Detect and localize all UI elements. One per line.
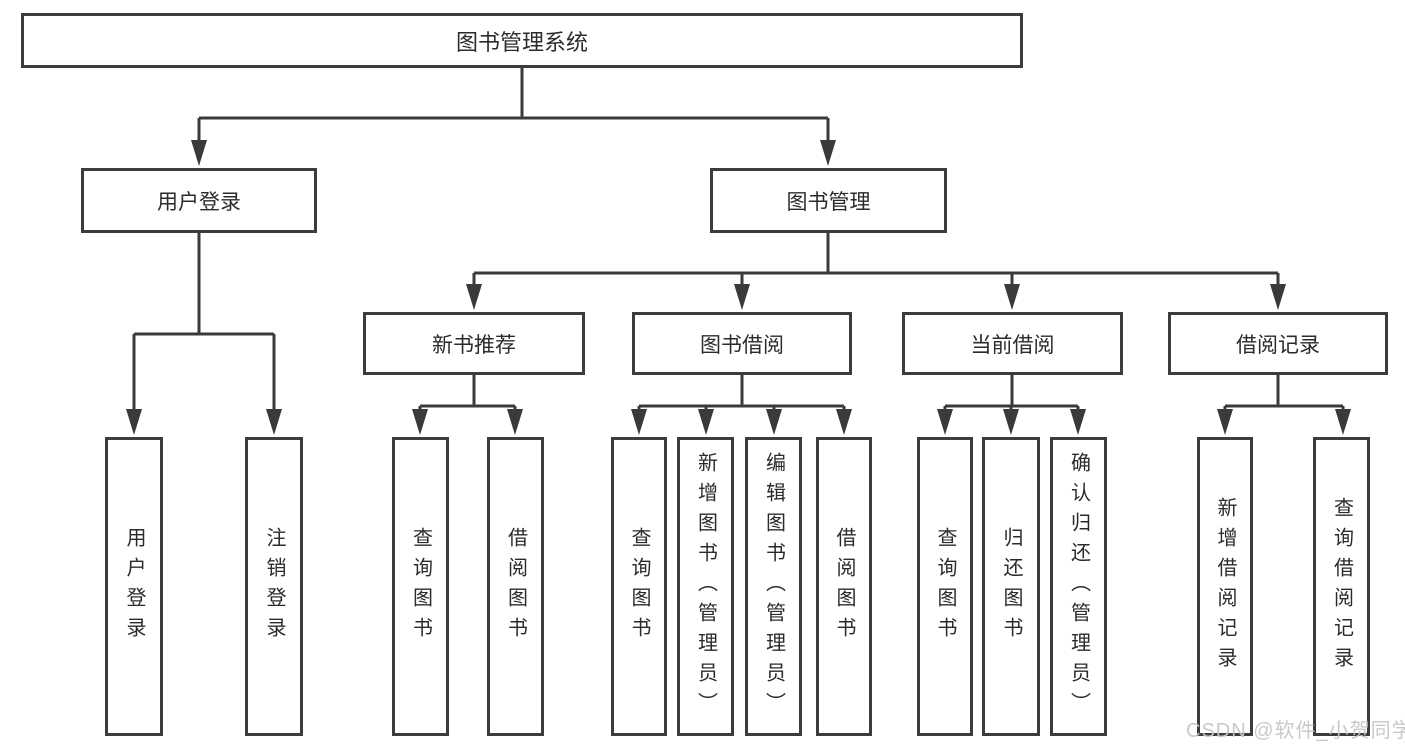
leaf-user-login: 用户登录 bbox=[105, 437, 163, 736]
leaf-return-books-label: 归还图书 bbox=[1000, 526, 1022, 647]
arrowheads bbox=[126, 140, 1351, 435]
node-book-borrowing: 图书借阅 bbox=[632, 312, 852, 375]
node-library-management-system: 图书管理系统 bbox=[21, 13, 1023, 68]
leaf-recommend-query-books: 查询图书 bbox=[392, 437, 449, 736]
leaf-add-borrow-record: 新增借阅记录 bbox=[1197, 437, 1253, 736]
leaf-add-books-admin: 新增图书（管理员） bbox=[677, 437, 734, 736]
leaf-borrowing-borrow-books: 借阅图书 bbox=[816, 437, 872, 736]
leaf-recommend-query-books-label: 查询图书 bbox=[409, 526, 432, 647]
leaf-borrowing-query-books-label: 查询图书 bbox=[628, 526, 650, 647]
node-borrowing-records: 借阅记录 bbox=[1168, 312, 1388, 375]
leaf-query-borrow-record-label: 查询借阅记录 bbox=[1330, 496, 1353, 677]
node-new-book-recommendation: 新书推荐 bbox=[363, 312, 585, 375]
node-book-management: 图书管理 bbox=[710, 168, 947, 233]
leaf-add-books-admin-label: 新增图书（管理员） bbox=[694, 451, 717, 722]
node-user-login: 用户登录 bbox=[81, 168, 317, 233]
leaf-query-borrow-record: 查询借阅记录 bbox=[1313, 437, 1370, 736]
leaf-borrowing-borrow-books-label: 借阅图书 bbox=[833, 526, 855, 647]
leaf-current-query-books-label: 查询图书 bbox=[934, 526, 956, 647]
leaf-logout: 注销登录 bbox=[245, 437, 303, 736]
leaf-edit-books-admin-label: 编辑图书（管理员） bbox=[762, 451, 785, 722]
leaf-add-borrow-record-label: 新增借阅记录 bbox=[1214, 496, 1236, 677]
leaf-current-query-books: 查询图书 bbox=[917, 437, 973, 736]
leaf-user-login-label: 用户登录 bbox=[123, 526, 145, 647]
leaf-logout-label: 注销登录 bbox=[263, 526, 285, 647]
leaf-edit-books-admin: 编辑图书（管理员） bbox=[745, 437, 802, 736]
leaf-borrowing-query-books: 查询图书 bbox=[611, 437, 667, 736]
csdn-watermark: CSDN @软件_小贺同学 bbox=[1186, 720, 1405, 742]
leaf-recommend-borrow-books-label: 借阅图书 bbox=[504, 526, 527, 647]
leaf-confirm-return-admin: 确认归还（管理员） bbox=[1050, 437, 1107, 736]
node-current-borrowing: 当前借阅 bbox=[902, 312, 1123, 375]
leaf-return-books: 归还图书 bbox=[982, 437, 1040, 736]
leaf-recommend-borrow-books: 借阅图书 bbox=[487, 437, 544, 736]
leaf-confirm-return-admin-label: 确认归还（管理员） bbox=[1067, 451, 1090, 722]
